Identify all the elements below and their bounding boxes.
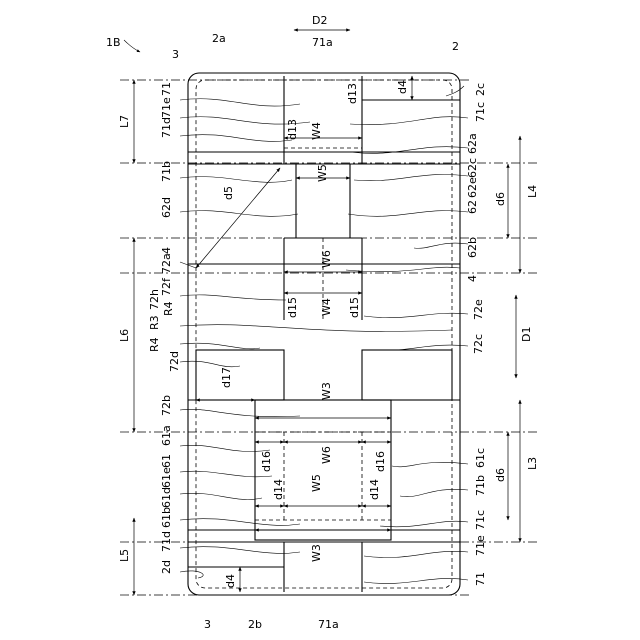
label-d6-lower: d6: [494, 468, 507, 482]
label-W6-lower: W6: [320, 446, 333, 464]
conductor-72-right-notch: [362, 350, 452, 400]
label-71a-top: 71a: [312, 36, 333, 49]
label-71c-bottom: 71c: [474, 510, 487, 530]
label-71b-bottom: 71b: [474, 475, 487, 496]
label-61e: 61e: [160, 467, 173, 488]
label-72e: 72e: [472, 299, 485, 320]
direction-D1-label: D1: [520, 327, 533, 342]
label-W3-lower: W3: [310, 544, 323, 562]
label-71d-bottom: 71d: [160, 531, 173, 552]
label-2a: 2a: [212, 32, 226, 45]
label-61c: 61c: [474, 448, 487, 468]
label-61d: 61d: [160, 487, 173, 508]
label-72d: 72d: [168, 351, 181, 372]
label-W3-upper: W3: [320, 382, 333, 400]
label-72h: 72h: [148, 289, 161, 310]
label-W5-top: W5: [316, 164, 329, 182]
label-d13-mid: d13: [286, 119, 299, 140]
label-L6: L6: [118, 329, 131, 342]
figure-pointer-arrow: [124, 40, 140, 52]
label-L5: L5: [118, 549, 131, 562]
label-L7: L7: [118, 115, 131, 128]
label-d15-right: d15: [348, 297, 361, 318]
label-71-top: 71: [160, 82, 173, 96]
element-body-outline: [188, 73, 460, 595]
label-d16-right: d16: [374, 451, 387, 472]
label-d13-top: d13: [346, 83, 359, 104]
label-W5-lower: W5: [310, 474, 323, 492]
label-72f: 72f: [160, 277, 173, 296]
label-d17: d17: [220, 367, 233, 388]
label-d14-right: d14: [368, 479, 381, 500]
label-d15-left: d15: [286, 297, 299, 318]
label-d6-upper: d6: [494, 192, 507, 206]
label-72c: 72c: [472, 334, 485, 354]
label-d14-left: d14: [272, 479, 285, 500]
label-R3: R3: [148, 315, 161, 330]
label-d4-lower: d4: [224, 574, 237, 588]
label-R4-left: R4: [148, 337, 161, 352]
label-d5: d5: [222, 186, 235, 200]
label-71e-bottom: 71e: [474, 535, 487, 556]
label-71b-top: 71b: [160, 161, 173, 182]
element-body-inner-outline: [196, 80, 452, 588]
label-W6-top: W6: [320, 250, 333, 268]
label-d4-upper: d4: [396, 80, 409, 94]
label-71-bottom: 71: [474, 572, 487, 586]
label-62a: 62a: [466, 133, 479, 154]
label-72a: 72a: [160, 253, 173, 274]
label-4-left: 4: [160, 247, 173, 254]
label-2d: 2d: [160, 560, 173, 574]
label-71e-top: 71e: [160, 97, 173, 118]
label-2: 2: [452, 40, 459, 53]
label-71c-top: 71c: [474, 102, 487, 122]
label-2b: 2b: [248, 618, 262, 631]
label-62c: 62c: [466, 158, 479, 178]
label-W4-top: W4: [310, 122, 323, 140]
label-4-right: 4: [466, 275, 479, 282]
direction-D2-label: D2: [312, 14, 327, 27]
label-62: 62: [466, 200, 479, 214]
dimension-d5: [196, 168, 280, 268]
label-61b: 61b: [160, 507, 173, 528]
label-62e: 62e: [466, 177, 479, 198]
label-L4: L4: [526, 185, 539, 198]
conductor-61-outer: [255, 400, 391, 540]
label-72b: 72b: [160, 395, 173, 416]
label-W4-middle: W4: [320, 298, 333, 316]
label-L3: L3: [526, 457, 539, 470]
label-71d-top: 71d: [160, 117, 173, 138]
label-61a: 61a: [160, 425, 173, 446]
label-R4-right: R4: [162, 301, 175, 316]
label-62d: 62d: [160, 197, 173, 218]
right-leader-lines: [346, 86, 468, 584]
label-71a-bottom: 71a: [318, 618, 339, 631]
label-3-bottom: 3: [204, 618, 211, 631]
conductor-72-left-notch: [196, 350, 284, 400]
label-62b: 62b: [466, 237, 479, 258]
label-2c: 2c: [474, 83, 487, 96]
label-d16-left: d16: [260, 451, 273, 472]
label-61-left: 61: [160, 454, 173, 468]
label-3-top: 3: [172, 48, 179, 61]
figure-id-label: 1B: [106, 36, 121, 49]
